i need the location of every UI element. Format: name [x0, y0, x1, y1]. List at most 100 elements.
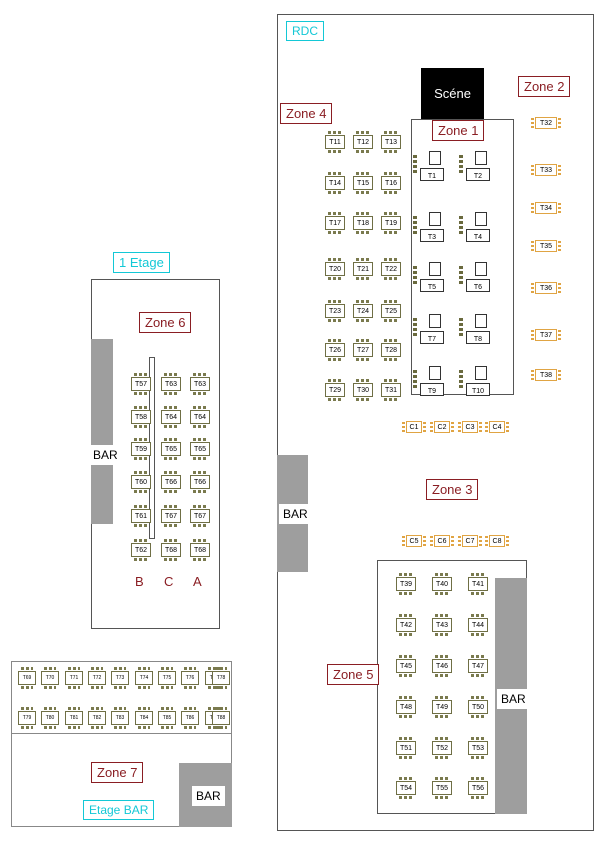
- table-t86[interactable]: T86: [181, 707, 199, 729]
- table-t45[interactable]: T45: [396, 655, 416, 677]
- table-t65[interactable]: T65: [190, 438, 210, 460]
- table-t50[interactable]: T50: [468, 696, 488, 718]
- table-t49[interactable]: T49: [432, 696, 452, 718]
- table-t75[interactable]: T75: [158, 667, 176, 689]
- table-t73[interactable]: T73: [111, 667, 129, 689]
- table-c7[interactable]: C7: [458, 535, 482, 547]
- table-t59[interactable]: T59: [131, 438, 151, 460]
- table-t66[interactable]: T66: [190, 471, 210, 493]
- table-t64[interactable]: T64: [190, 406, 210, 428]
- table-t39[interactable]: T39: [396, 573, 416, 595]
- table-t2[interactable]: T2: [459, 151, 490, 181]
- table-t9[interactable]: T9: [413, 366, 444, 396]
- table-t47[interactable]: T47: [468, 655, 488, 677]
- table-t61[interactable]: T61: [131, 505, 151, 527]
- table-t67[interactable]: T67: [161, 505, 181, 527]
- table-t14[interactable]: T14: [325, 172, 345, 194]
- table-t69[interactable]: T69: [18, 667, 36, 689]
- table-t68[interactable]: T68: [190, 539, 210, 561]
- table-t1[interactable]: T1: [413, 151, 444, 181]
- table-t36[interactable]: T36: [531, 282, 561, 294]
- table-t13[interactable]: T13: [381, 131, 401, 153]
- table-t67[interactable]: T67: [190, 505, 210, 527]
- table-t64[interactable]: T64: [161, 406, 181, 428]
- table-t3[interactable]: T3: [413, 212, 444, 242]
- table-t74[interactable]: T74: [135, 667, 153, 689]
- table-t80[interactable]: T80: [41, 707, 59, 729]
- table-t22[interactable]: T22: [381, 258, 401, 280]
- table-t12[interactable]: T12: [353, 131, 373, 153]
- table-t56[interactable]: T56: [468, 777, 488, 799]
- table-c6[interactable]: C6: [430, 535, 454, 547]
- table-t15[interactable]: T15: [353, 172, 373, 194]
- table-t55[interactable]: T55: [432, 777, 452, 799]
- table-t52[interactable]: T52: [432, 737, 452, 759]
- table-c1[interactable]: C1: [402, 421, 426, 433]
- table-t63[interactable]: T63: [190, 373, 210, 395]
- table-t16[interactable]: T16: [381, 172, 401, 194]
- table-t53[interactable]: T53: [468, 737, 488, 759]
- table-t28[interactable]: T28: [381, 339, 401, 361]
- table-t25[interactable]: T25: [381, 300, 401, 322]
- table-t88[interactable]: T88: [212, 707, 230, 729]
- table-t51[interactable]: T51: [396, 737, 416, 759]
- table-t11[interactable]: T11: [325, 131, 345, 153]
- table-t38[interactable]: T38: [531, 369, 561, 381]
- table-t85[interactable]: T85: [158, 707, 176, 729]
- table-t62[interactable]: T62: [131, 539, 151, 561]
- table-t19[interactable]: T19: [381, 212, 401, 234]
- table-t31[interactable]: T31: [381, 379, 401, 401]
- table-t82[interactable]: T82: [88, 707, 106, 729]
- table-t54[interactable]: T54: [396, 777, 416, 799]
- table-c2[interactable]: C2: [430, 421, 454, 433]
- table-t41[interactable]: T41: [468, 573, 488, 595]
- table-t78[interactable]: T78: [212, 667, 230, 689]
- table-t6[interactable]: T6: [459, 262, 490, 292]
- table-t81[interactable]: T81: [65, 707, 83, 729]
- table-t44[interactable]: T44: [468, 614, 488, 636]
- table-t17[interactable]: T17: [325, 212, 345, 234]
- table-t60[interactable]: T60: [131, 471, 151, 493]
- table-t32[interactable]: T32: [531, 117, 561, 129]
- table-t72[interactable]: T72: [88, 667, 106, 689]
- table-t5[interactable]: T5: [413, 262, 444, 292]
- table-t42[interactable]: T42: [396, 614, 416, 636]
- table-t46[interactable]: T46: [432, 655, 452, 677]
- table-t7[interactable]: T7: [413, 314, 444, 344]
- table-t57[interactable]: T57: [131, 373, 151, 395]
- table-t68[interactable]: T68: [161, 539, 181, 561]
- table-t8[interactable]: T8: [459, 314, 490, 344]
- table-t76[interactable]: T76: [181, 667, 199, 689]
- table-t34[interactable]: T34: [531, 202, 561, 214]
- table-t26[interactable]: T26: [325, 339, 345, 361]
- table-t33[interactable]: T33: [531, 164, 561, 176]
- table-t79[interactable]: T79: [18, 707, 36, 729]
- table-t24[interactable]: T24: [353, 300, 373, 322]
- table-t66[interactable]: T66: [161, 471, 181, 493]
- table-t18[interactable]: T18: [353, 212, 373, 234]
- table-t37[interactable]: T37: [531, 329, 561, 341]
- table-t35[interactable]: T35: [531, 240, 561, 252]
- table-t4[interactable]: T4: [459, 212, 490, 242]
- table-t70[interactable]: T70: [41, 667, 59, 689]
- table-c5[interactable]: C5: [402, 535, 426, 547]
- table-t84[interactable]: T84: [135, 707, 153, 729]
- table-t40[interactable]: T40: [432, 573, 452, 595]
- table-t20[interactable]: T20: [325, 258, 345, 280]
- table-t21[interactable]: T21: [353, 258, 373, 280]
- table-t83[interactable]: T83: [111, 707, 129, 729]
- table-t71[interactable]: T71: [65, 667, 83, 689]
- table-t27[interactable]: T27: [353, 339, 373, 361]
- table-t65[interactable]: T65: [161, 438, 181, 460]
- table-c8[interactable]: C8: [485, 535, 509, 547]
- table-c3[interactable]: C3: [458, 421, 482, 433]
- table-t63[interactable]: T63: [161, 373, 181, 395]
- table-t30[interactable]: T30: [353, 379, 373, 401]
- table-t23[interactable]: T23: [325, 300, 345, 322]
- table-t58[interactable]: T58: [131, 406, 151, 428]
- table-t29[interactable]: T29: [325, 379, 345, 401]
- table-c4[interactable]: C4: [485, 421, 509, 433]
- table-t43[interactable]: T43: [432, 614, 452, 636]
- table-t10[interactable]: T10: [459, 366, 490, 396]
- table-t48[interactable]: T48: [396, 696, 416, 718]
